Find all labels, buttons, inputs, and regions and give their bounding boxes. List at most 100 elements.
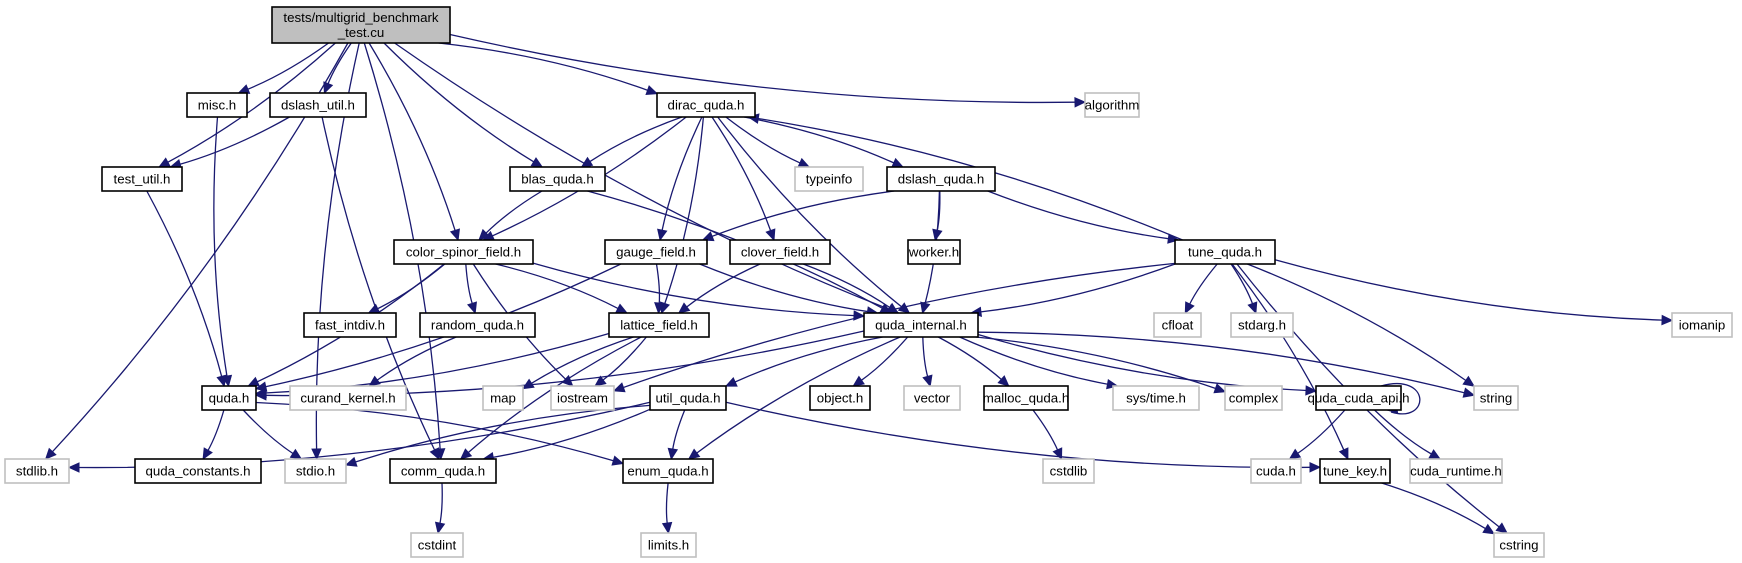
node-quda-cuda-api[interactable]: quda_cuda_api.h	[1307, 385, 1410, 411]
node-clover-field[interactable]: clover_field.h	[729, 239, 831, 265]
edge-quda-to-quda_constants	[202, 409, 225, 461]
edge-quda_internal-to-vector	[922, 336, 933, 388]
node-worker[interactable]: worker.h	[907, 239, 961, 265]
node-box	[1042, 458, 1095, 484]
edge-line	[491, 408, 651, 459]
node-dslash-quda[interactable]: dslash_quda.h	[886, 166, 996, 192]
node-dirac-quda[interactable]: dirac_quda.h	[656, 92, 756, 118]
edge-dslash_quda-to-gauge_field	[701, 190, 895, 242]
node-cuda: cuda.h	[1250, 458, 1302, 484]
edge-line	[376, 336, 457, 382]
edge-quda_internal-to-enum_quda	[687, 336, 901, 460]
edge-line	[979, 263, 1176, 313]
arrowhead-icon	[1428, 449, 1442, 460]
edge-root-to-algorithm	[449, 33, 1087, 108]
node-label: object.h	[817, 391, 864, 406]
arrowhead-icon	[429, 447, 440, 461]
node-root[interactable]: tests/multigrid_benchmark_test.cu	[271, 6, 451, 44]
node-box	[983, 385, 1069, 411]
edge-enum_quda-to-limits	[661, 482, 673, 535]
node-color-spinor-field[interactable]: color_spinor_field.h	[393, 239, 534, 265]
node-quda[interactable]: quda.h	[201, 385, 257, 411]
edge-line	[327, 42, 352, 85]
node-fast-intdiv[interactable]: fast_intdiv.h	[303, 312, 397, 338]
edge-line	[717, 116, 903, 308]
node-box	[1473, 385, 1519, 411]
node-box	[1084, 92, 1140, 118]
edge-dirac_quda-to-blas_quda	[580, 116, 683, 168]
arrowhead-icon	[580, 156, 594, 168]
edge-gauge_field-to-lattice_field	[654, 263, 665, 315]
edge-line	[685, 263, 761, 309]
node-box	[1315, 385, 1402, 411]
edge-tune_quda-to-quda_internal	[969, 263, 1176, 318]
node-label: misc.h	[198, 98, 236, 113]
node-box	[729, 239, 831, 265]
node-comm-quda[interactable]: comm_quda.h	[389, 458, 497, 484]
node-tune-quda[interactable]: tune_quda.h	[1174, 239, 1276, 265]
node-box	[649, 385, 727, 411]
edge-line	[1274, 259, 1664, 321]
node-label: malloc_quda.h	[983, 391, 1070, 406]
node-label: vector	[914, 391, 951, 406]
edge-tune_quda-to-cfloat	[1184, 263, 1218, 315]
node-label: gauge_field.h	[616, 245, 696, 260]
node-gauge-field[interactable]: gauge_field.h	[604, 239, 708, 265]
arrowhead-icon	[434, 521, 446, 535]
node-label: util_quda.h	[655, 391, 720, 406]
arrowhead-icon	[1462, 387, 1476, 398]
node-label: string	[1480, 391, 1513, 406]
edge-line	[166, 42, 336, 164]
node-quda-constants[interactable]: quda_constants.h	[134, 458, 262, 484]
edge-tune_quda-to-tune_key	[1231, 263, 1349, 461]
arrowhead-icon	[1309, 462, 1322, 473]
edge-line	[1231, 263, 1345, 452]
node-algorithm: algorithm	[1084, 92, 1140, 118]
arrowhead-icon	[247, 376, 260, 387]
node-label: quda_internal.h	[875, 318, 967, 333]
edge-clover_field-to-quda_internal	[802, 263, 899, 314]
edge-dirac_quda-to-gauge_field	[657, 116, 703, 242]
node-misc[interactable]: misc.h	[186, 92, 248, 118]
node-label: cfloat	[1162, 318, 1194, 333]
node-box	[656, 92, 756, 118]
node-label: tune_key.h	[1323, 464, 1387, 479]
node-random-quda[interactable]: random_quda.h	[419, 312, 536, 338]
edge-line	[699, 263, 869, 313]
node-box	[4, 458, 70, 484]
edge-quda_internal-to-util_quda	[724, 336, 883, 387]
arrowhead-icon	[677, 302, 691, 314]
node-label: cuda_runtime.h	[1410, 464, 1502, 479]
node-box	[1174, 239, 1276, 265]
edge-line	[802, 263, 891, 309]
node-label: stdarg.h	[1238, 318, 1286, 333]
node-object[interactable]: object.h	[809, 385, 871, 411]
node-lattice-field[interactable]: lattice_field.h	[608, 312, 710, 338]
node-blas-quda[interactable]: blas_quda.h	[509, 166, 606, 192]
edge-line	[710, 190, 895, 238]
node-quda-internal[interactable]: quda_internal.h	[863, 312, 979, 338]
arrowhead-icon	[530, 157, 544, 168]
node-box	[482, 385, 524, 411]
node-test-util[interactable]: test_util.h	[101, 166, 183, 192]
node-stdarg: stdarg.h	[1230, 312, 1294, 338]
node-cstdlib: cstdlib	[1042, 458, 1095, 484]
edge-line	[860, 336, 909, 382]
node-util-quda[interactable]: util_quda.h	[649, 385, 727, 411]
edge-comm_quda-to-cstdint	[434, 482, 446, 535]
node-enum-quda[interactable]: enum_quda.h	[622, 458, 714, 484]
edge-line	[242, 409, 295, 455]
arrowhead-icon	[852, 375, 865, 387]
node-tune-key[interactable]: tune_key.h	[1319, 458, 1391, 484]
edge-tune_quda-to-iomanip	[1274, 259, 1674, 326]
edge-line	[671, 409, 686, 451]
edge-dslash_util-to-comm_quda	[321, 116, 440, 461]
edge-color_spinor_field-to-random_quda	[465, 263, 477, 315]
node-label: enum_quda.h	[627, 464, 708, 479]
node-box	[509, 166, 606, 192]
node-label: quda_constants.h	[146, 464, 251, 479]
node-malloc-quda[interactable]: malloc_quda.h	[983, 385, 1070, 411]
node-label: curand_kernel.h	[300, 391, 395, 406]
node-dslash-util[interactable]: dslash_util.h	[269, 92, 367, 118]
arrowhead-icon	[44, 447, 57, 460]
